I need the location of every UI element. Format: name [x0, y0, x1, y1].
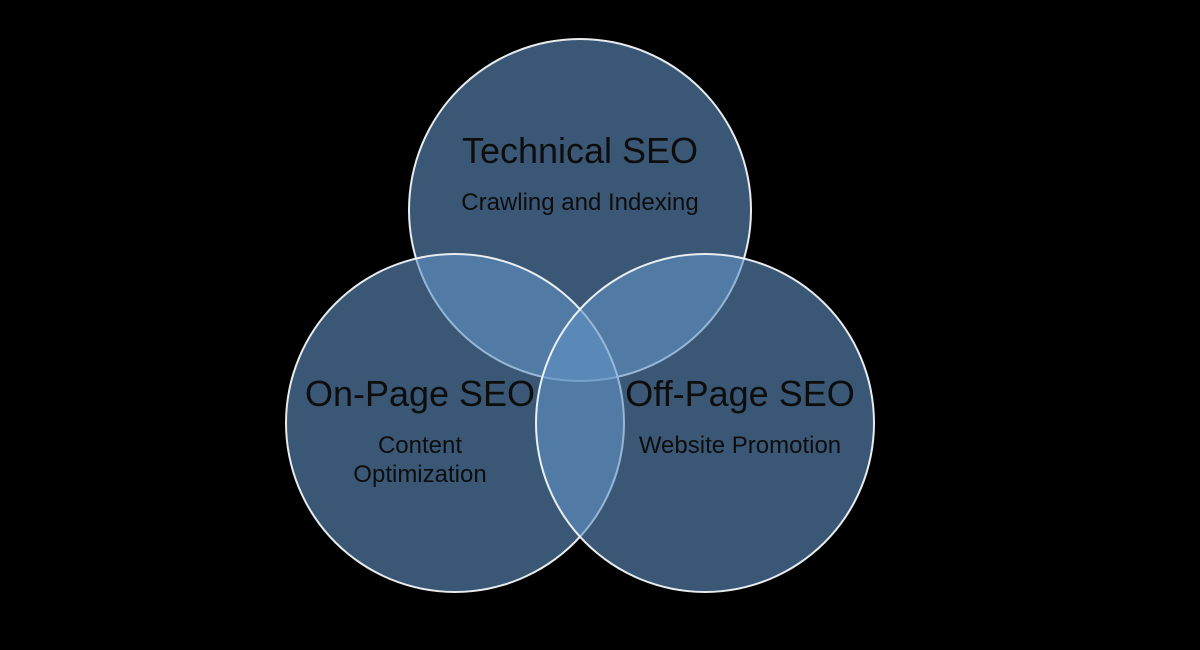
- technical-seo-title: Technical SEO: [461, 130, 699, 171]
- off-page-seo-subtitle: Website Promotion: [638, 432, 842, 459]
- on-page-seo-title: On-Page SEO: [304, 373, 536, 414]
- circle-off-page-seo: [535, 253, 875, 593]
- label-technical-seo: Technical SEO Crawling and Indexing: [461, 130, 698, 217]
- technical-seo-subtitle: Crawling and Indexing: [461, 189, 699, 216]
- label-off-page-seo: Off-Page SEO Website Promotion: [625, 373, 854, 460]
- off-page-seo-title: Off-Page SEO: [625, 373, 855, 414]
- on-page-seo-subtitle: Content Optimization: [353, 432, 487, 488]
- label-on-page-seo: On-Page SEO Content Optimization: [305, 373, 535, 489]
